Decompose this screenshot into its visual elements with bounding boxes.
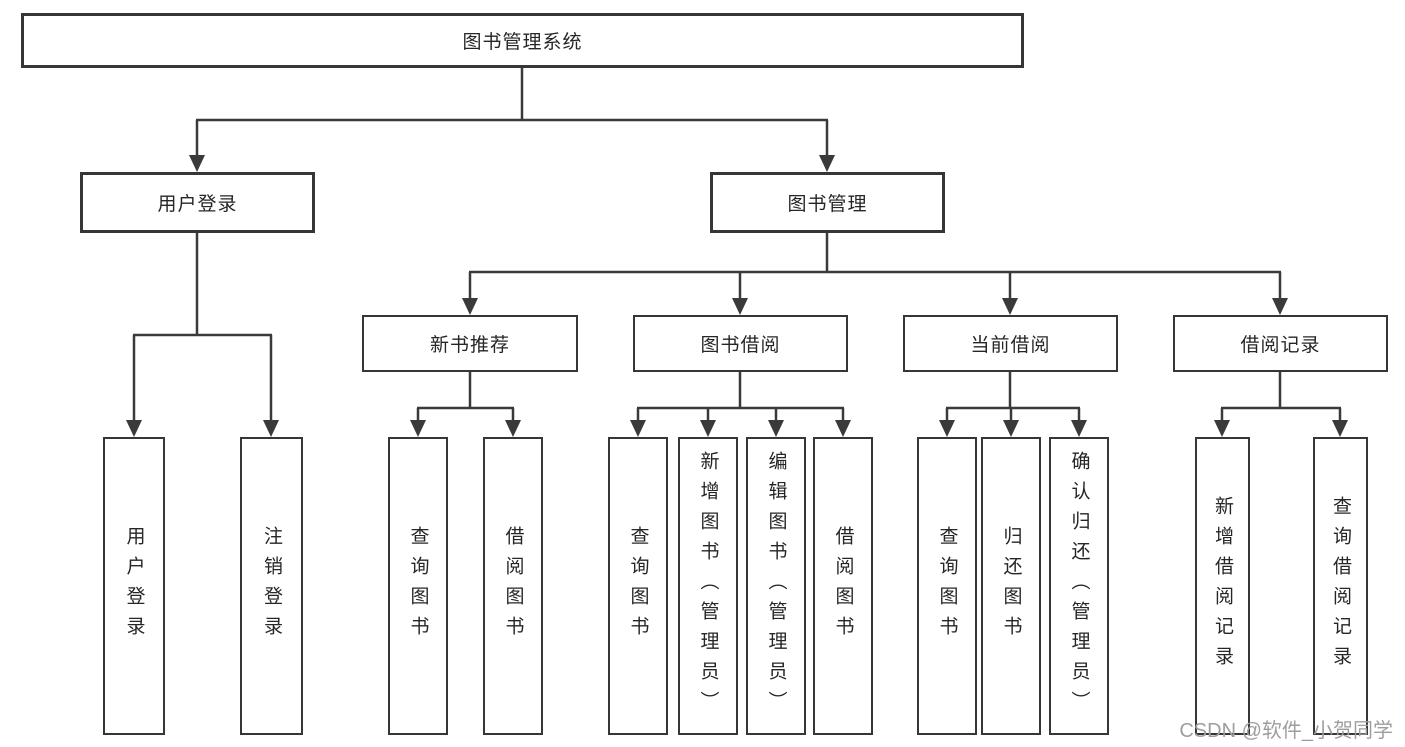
- node-label: 用户登录: [157, 194, 238, 215]
- leaf-return-books: 归还图书: [981, 437, 1041, 735]
- leaf-label: 归还图书: [1000, 526, 1022, 646]
- node-new-book-recommend: 新书推荐: [362, 315, 578, 372]
- leaf-query-books-current: 查询图书: [917, 437, 977, 735]
- csdn-watermark: CSDN @软件_小贺同学: [1179, 720, 1393, 742]
- leaf-label: 注销登录: [261, 526, 282, 646]
- node-label: 当前借阅: [970, 335, 1051, 356]
- leaf-borrow-books-recommend: 借阅图书: [483, 437, 543, 735]
- leaf-query-books-borrowing: 查询图书: [608, 437, 668, 735]
- leaf-label: 借阅图书: [832, 526, 854, 646]
- node-current-borrowing: 当前借阅: [903, 315, 1118, 372]
- node-label: 新书推荐: [429, 335, 510, 356]
- leaf-label: 确认归还（管理员）: [1068, 451, 1090, 721]
- leaf-query-books-recommend: 查询图书: [388, 437, 448, 735]
- leaf-confirm-return-admin: 确认归还（管理员）: [1049, 437, 1109, 735]
- leaf-logout: 注销登录: [240, 437, 303, 735]
- leaf-label: 查询图书: [936, 526, 958, 646]
- leaf-label: 新增借阅记录: [1212, 496, 1233, 676]
- leaf-add-borrow-record: 新增借阅记录: [1195, 437, 1250, 735]
- leaf-label: 新增图书（管理员）: [697, 451, 719, 721]
- node-book-management: 图书管理: [710, 172, 945, 233]
- leaf-query-borrow-record: 查询借阅记录: [1313, 437, 1368, 735]
- node-user-login: 用户登录: [80, 172, 315, 233]
- leaf-user-login: 用户登录: [103, 437, 165, 735]
- node-label: 图书管理系统: [462, 32, 583, 53]
- node-label: 图书管理: [787, 194, 868, 215]
- node-label: 借阅记录: [1240, 335, 1321, 356]
- leaf-borrow-books: 借阅图书: [813, 437, 873, 735]
- leaf-label: 查询借阅记录: [1330, 496, 1351, 676]
- leaf-add-books-admin: 新增图书（管理员）: [678, 437, 738, 735]
- leaf-label: 查询图书: [627, 526, 649, 646]
- node-borrowing-records: 借阅记录: [1173, 315, 1388, 372]
- leaf-label: 查询图书: [407, 526, 429, 646]
- leaf-label: 编辑图书（管理员）: [765, 451, 787, 721]
- arrowheads: [126, 155, 1348, 437]
- node-library-system: 图书管理系统: [21, 13, 1024, 68]
- leaf-edit-books-admin: 编辑图书（管理员）: [746, 437, 806, 735]
- node-label: 图书借阅: [700, 335, 781, 356]
- leaf-label: 用户登录: [123, 526, 145, 646]
- leaf-label: 借阅图书: [502, 526, 524, 646]
- node-book-borrowing: 图书借阅: [633, 315, 848, 372]
